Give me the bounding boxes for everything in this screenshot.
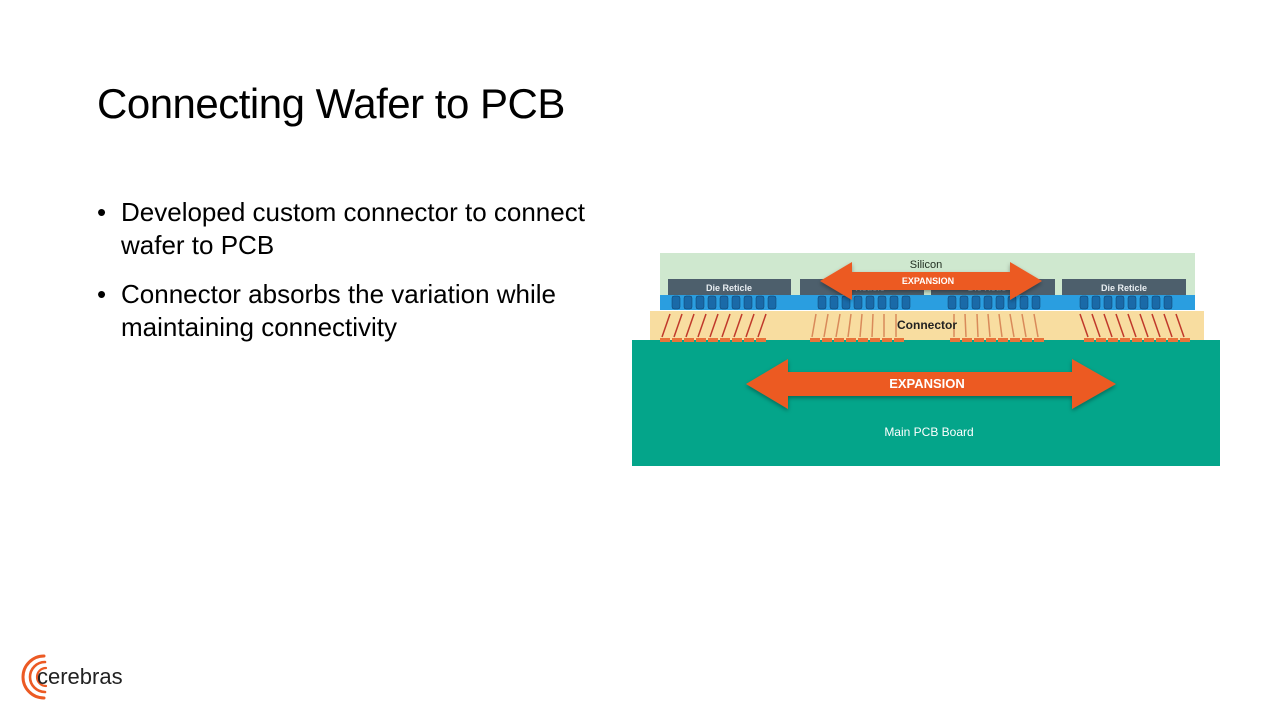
- slide-title: Connecting Wafer to PCB: [97, 80, 565, 127]
- silicon-label: Silicon: [910, 259, 942, 271]
- cerebras-logo: cerebras: [21, 654, 123, 700]
- connector-springs: [661, 313, 1185, 338]
- bump-layer: [660, 295, 1195, 310]
- cerebras-logo-mark: [21, 654, 48, 700]
- bullet-list: • Developed custom connector to connect …: [97, 196, 637, 360]
- wafer-pcb-diagram: Silicon Die Reticle Reticle Die Retic Di…: [632, 253, 1220, 466]
- die-reticle-label: Die Reticle: [706, 283, 752, 293]
- bullet-text: Developed custom connector to connect wa…: [121, 197, 585, 260]
- die-reticle: [1062, 279, 1186, 296]
- pcb-board: [632, 340, 1220, 466]
- connector-label: Connector: [897, 318, 957, 332]
- pcb-expansion-arrow: [746, 359, 1116, 409]
- pcb-label: Main PCB Board: [884, 425, 973, 439]
- die-reticle: [668, 279, 791, 296]
- die-reticle-label: Die Reticle: [1101, 283, 1147, 293]
- bullet-item: • Developed custom connector to connect …: [97, 196, 637, 262]
- bullet-dot: •: [97, 197, 107, 227]
- cerebras-logo-text: cerebras: [37, 664, 123, 689]
- pcb-expansion-label: EXPANSION: [889, 376, 965, 391]
- bump-row: [671, 295, 1173, 310]
- top-expansion-arrow: [820, 262, 1042, 300]
- bullet-dot: •: [97, 279, 107, 309]
- top-expansion-label: EXPANSION: [902, 276, 954, 286]
- pcb-pads: [660, 338, 1190, 342]
- bullet-item: • Connector absorbs the variation while …: [97, 278, 637, 344]
- bullet-text: Connector absorbs the variation while ma…: [121, 279, 557, 342]
